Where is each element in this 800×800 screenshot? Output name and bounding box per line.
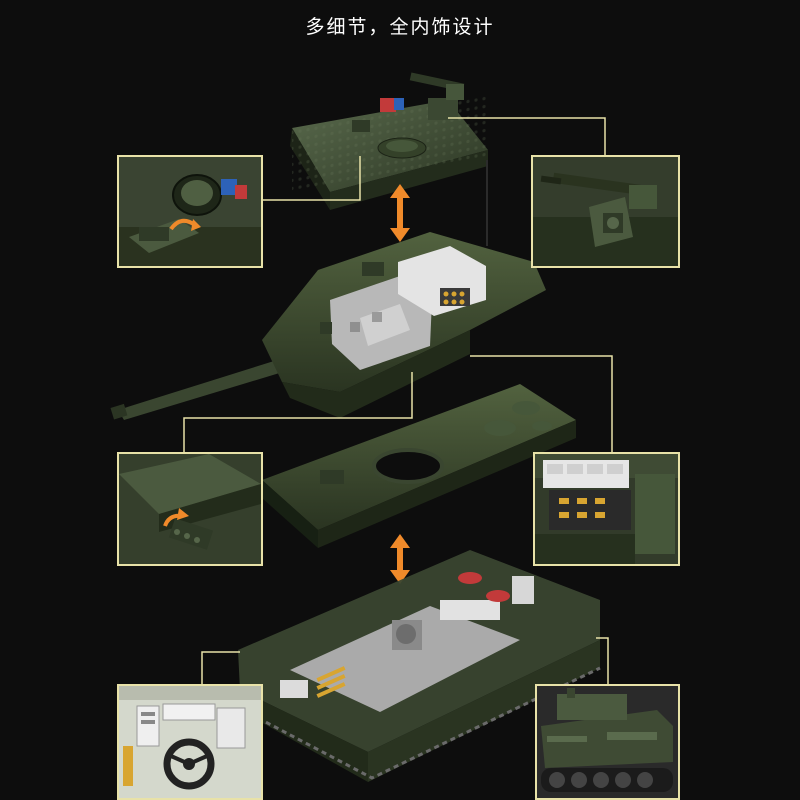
hull-roof-plate — [262, 384, 576, 548]
page-title: 多细节，全内饰设计 — [305, 16, 495, 38]
inset-turret-hatch — [117, 155, 263, 268]
inset-ammo-rack — [533, 452, 680, 566]
inset-driver-cockpit — [117, 684, 263, 800]
turret-body — [110, 160, 546, 420]
inset-hull-front — [117, 452, 263, 566]
inset-remote-weapon — [531, 155, 680, 268]
callout-connectors — [183, 117, 613, 684]
lower-hull — [238, 550, 601, 782]
turret-roof-plate — [290, 72, 488, 210]
assembly-arrow-lower — [390, 534, 410, 584]
assembly-arrow-upper — [390, 184, 410, 242]
inset-tank-side — [535, 684, 680, 800]
